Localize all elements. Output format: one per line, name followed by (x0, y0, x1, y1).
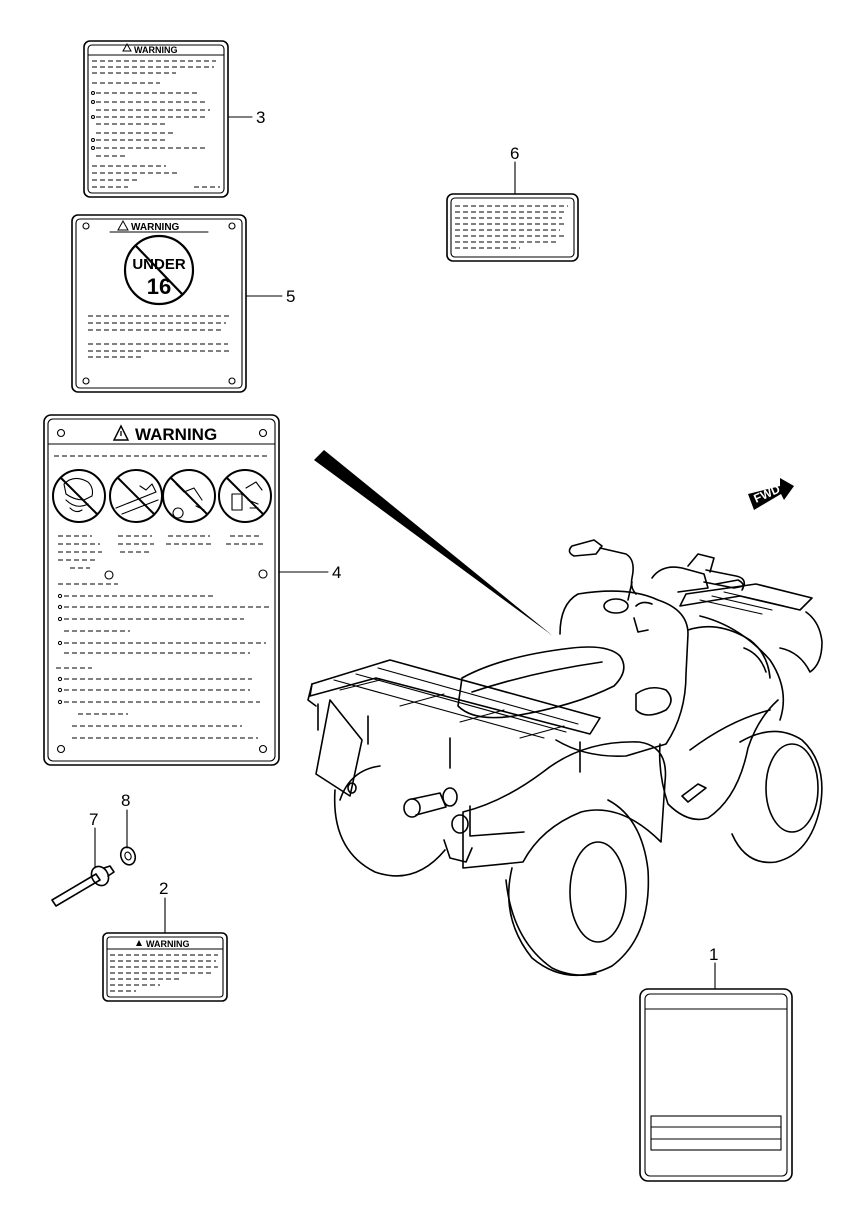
callout-6: 6 (510, 144, 519, 163)
callout-8: 8 (121, 791, 130, 810)
warning-triangle-icon (136, 940, 142, 946)
callout-4: 4 (332, 563, 341, 582)
under-text: UNDER (132, 256, 186, 273)
label-2-warning-sticker[interactable]: WARNING (102, 897, 228, 1002)
label-3-text-lines (91, 60, 220, 188)
label-5-text-lines (88, 315, 230, 358)
callout-1: 1 (709, 945, 718, 964)
label-4-warning-title: WARNING (135, 425, 217, 444)
callout-2: 2 (159, 879, 168, 898)
warning-triangle-icon (112, 424, 130, 441)
label-3-warning-title: WARNING (134, 45, 178, 55)
atv-vehicle-illustration (307, 539, 823, 977)
label-2-text-lines (110, 954, 218, 992)
warning-triangle-icon (117, 219, 129, 231)
label-5-warning-title: WARNING (131, 222, 180, 233)
label-3-warning-sticker[interactable]: WARNING (83, 40, 253, 198)
warning-triangle-icon (122, 42, 132, 52)
label-6-text-lines (455, 205, 568, 249)
no-passenger-icon (52, 469, 106, 523)
callout-7: 7 (89, 810, 98, 829)
no-alcohol-icon (218, 469, 272, 523)
label-location-pointer (314, 450, 553, 636)
label-1-info-sticker[interactable] (639, 962, 793, 1182)
no-under-16-icon: UNDER 16 (123, 234, 195, 306)
callout-5: 5 (286, 287, 295, 306)
no-drinking-icon (162, 469, 216, 523)
label-4-large-warning-sticker[interactable]: WARNING (43, 414, 329, 766)
label-5-under-16-sticker[interactable]: WARNING UNDER 16 (71, 214, 283, 393)
label-6-sticker[interactable] (446, 161, 579, 262)
label-2-warning-title: WARNING (146, 939, 190, 949)
part-7-rivet[interactable] (51, 827, 115, 907)
label-4-text-lines (56, 535, 272, 739)
callout-3: 3 (256, 108, 265, 127)
part-8-washer[interactable] (118, 809, 137, 867)
fwd-direction-arrow-icon: FWD (748, 478, 794, 510)
